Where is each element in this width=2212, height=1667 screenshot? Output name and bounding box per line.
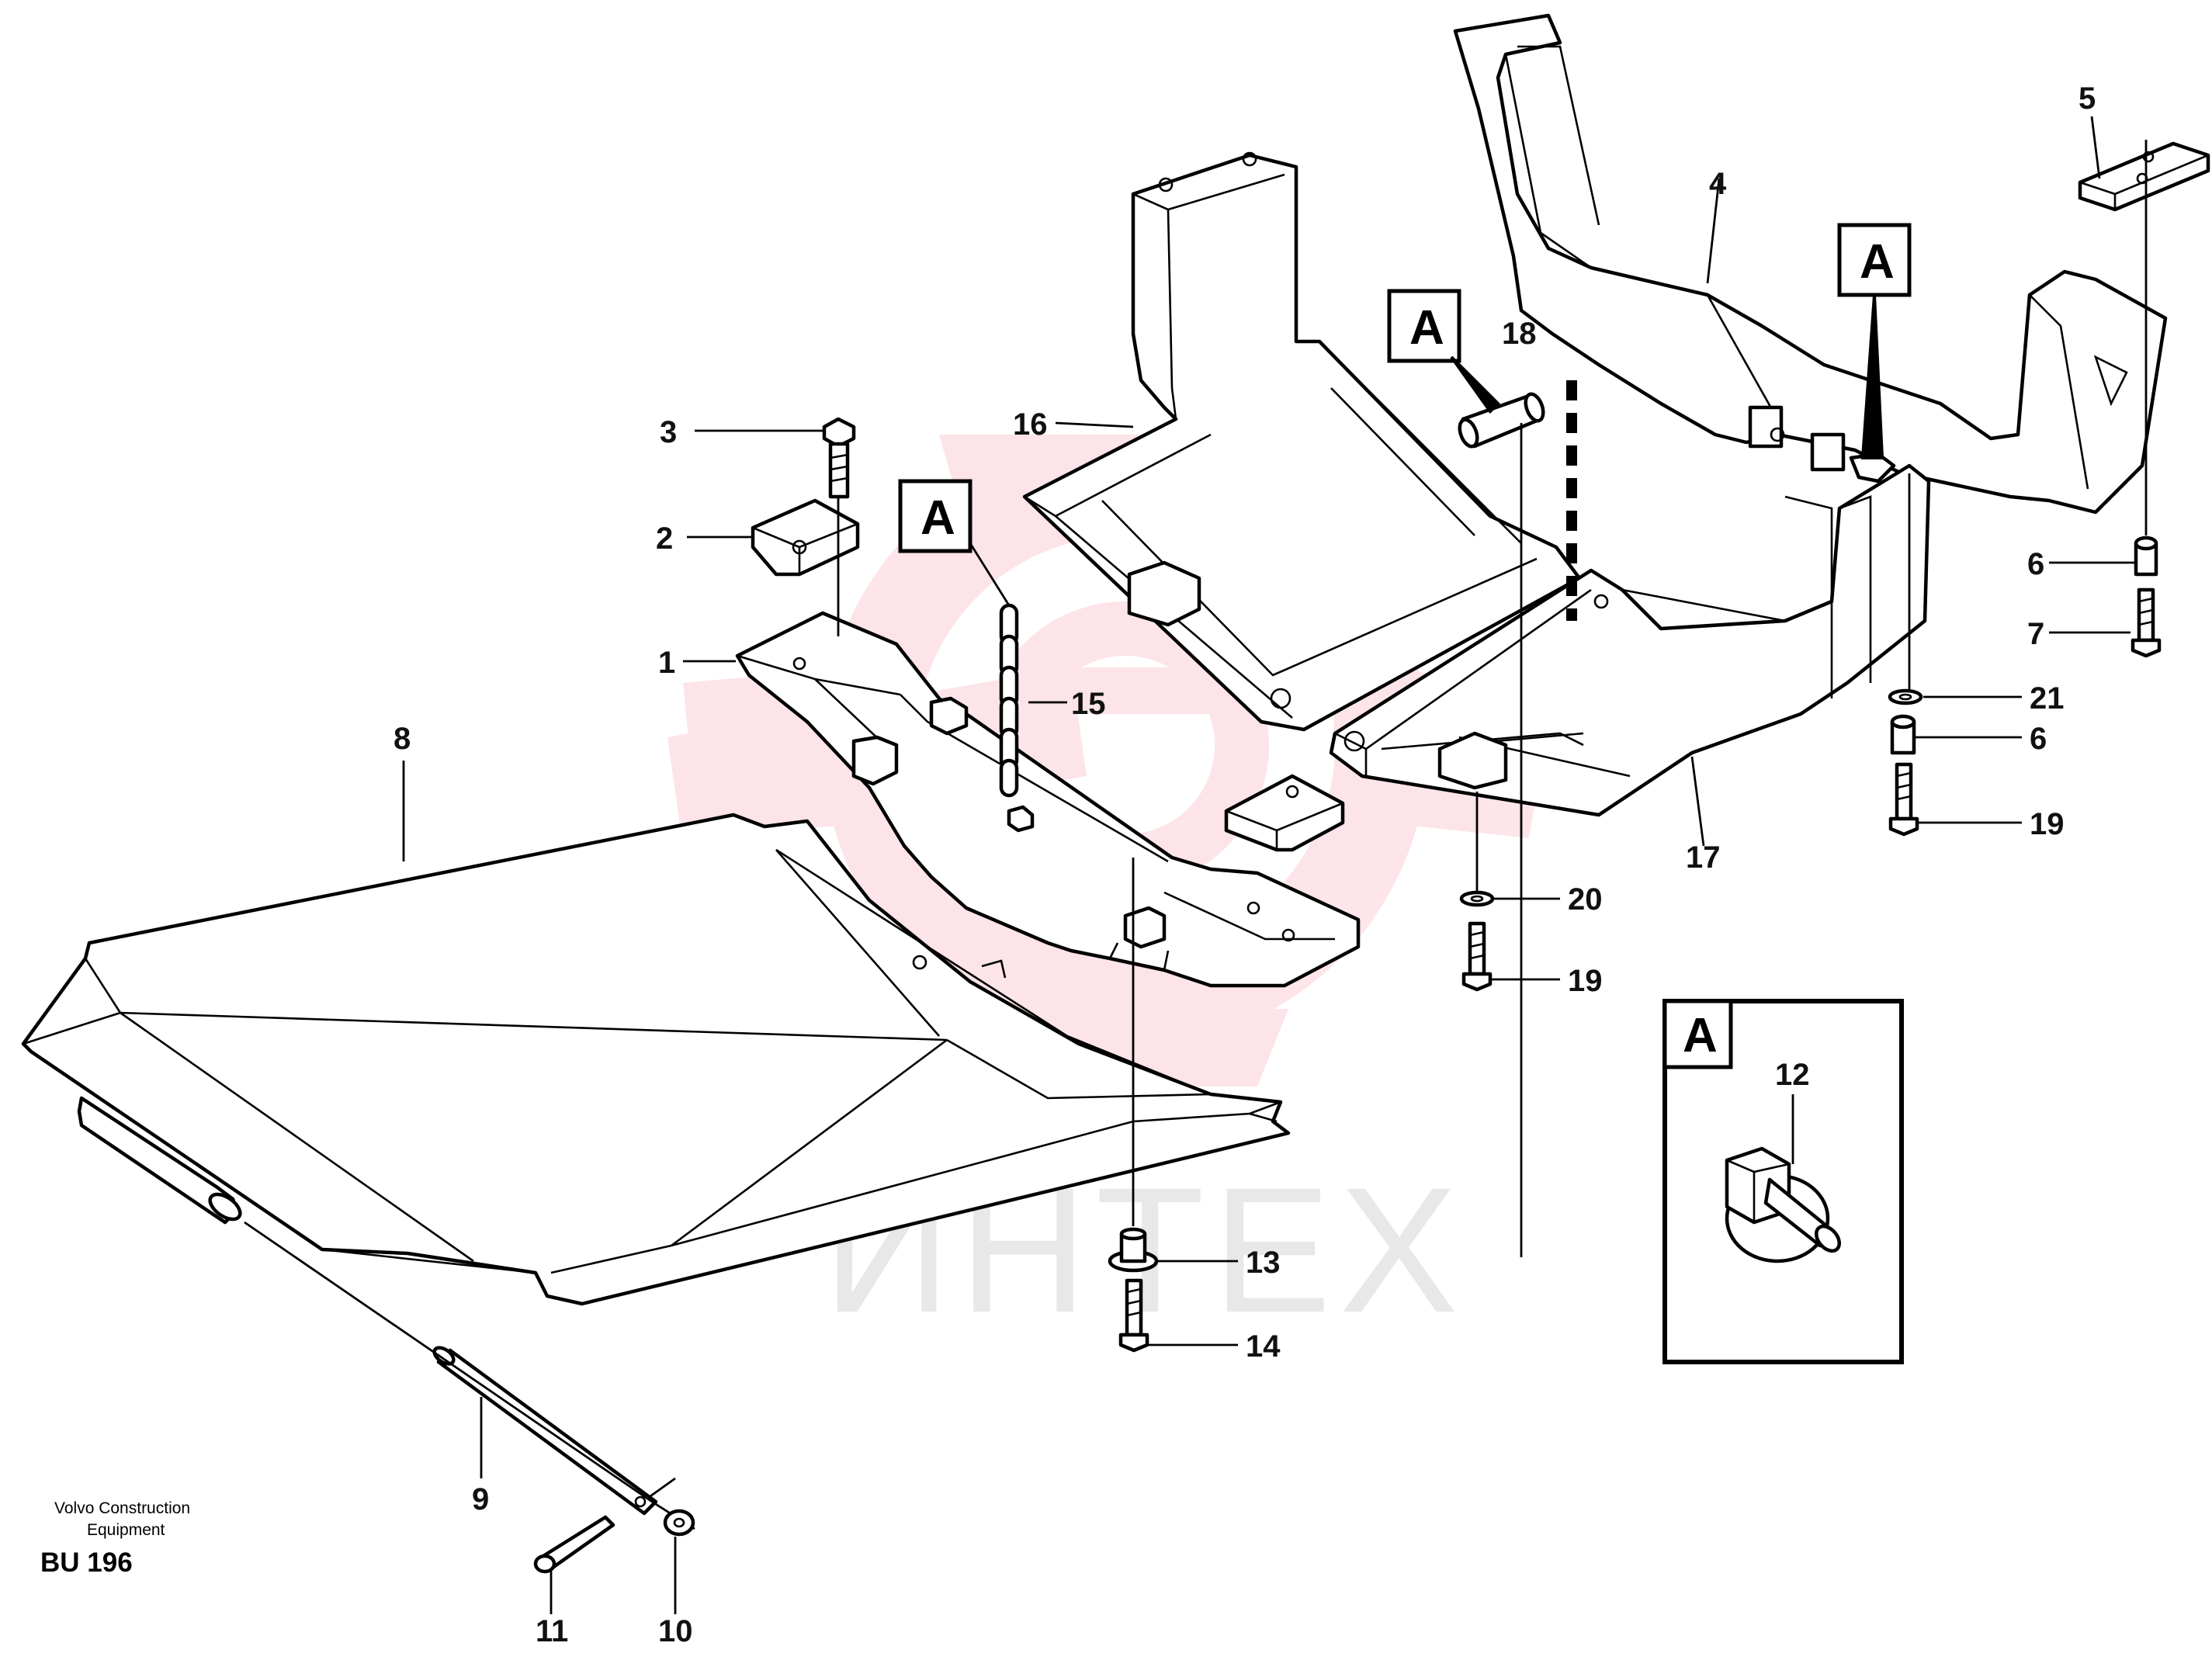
part-19-bolt-right [1888, 762, 1919, 837]
callout-3: 3 [660, 415, 677, 449]
part-15-chain [999, 603, 1019, 798]
part-4-rear-frame [1453, 13, 2168, 515]
callout-19-center: 19 [1568, 964, 1603, 998]
detail-marker-1: A [898, 479, 1011, 606]
part-6-spacer-upper [2134, 535, 2158, 577]
part-2-clamp [751, 498, 860, 577]
credit-line-1: Volvo Construction [54, 1499, 190, 1517]
detail-a-inset: A [1662, 999, 1904, 1364]
part-7-bolt [2131, 587, 2162, 658]
part-20-washer [1459, 890, 1495, 907]
callout-5: 5 [2079, 81, 2096, 116]
part-8-guard-plate [21, 813, 1291, 1306]
svg-text:A: A [921, 491, 955, 545]
detail-marker-2: A [1387, 289, 1500, 414]
svg-text:A: A [1683, 1009, 1718, 1062]
callout-13: 13 [1246, 1246, 1281, 1280]
callout-12: 12 [1775, 1058, 1810, 1092]
part-11-cotter-pin [533, 1515, 615, 1574]
part-12-lock-pin [1725, 1146, 1842, 1263]
part-1-mounting-plate [735, 611, 1361, 988]
part-9-rod [432, 1346, 658, 1516]
part-17-mount-bracket [1329, 452, 1931, 817]
callout-2: 2 [656, 522, 673, 556]
callout-6-upper: 6 [2027, 547, 2044, 581]
part-5-plate [2078, 141, 2210, 212]
part-19-bolt-center [1461, 921, 1493, 992]
svg-text:A: A [1409, 301, 1444, 355]
callout-20: 20 [1568, 882, 1603, 917]
callout-15: 15 [1071, 687, 1106, 721]
part-6-spacer-lower [1890, 714, 1916, 755]
callout-19-right: 19 [2030, 807, 2065, 841]
part-21-washer [1888, 688, 1923, 705]
callout-7: 7 [2027, 617, 2044, 651]
detail-marker-3: A [1837, 223, 1912, 459]
credit-line-2: Equipment [87, 1521, 165, 1539]
callout-17: 17 [1686, 840, 1721, 875]
callout-11: 11 [536, 1614, 568, 1648]
part-10-washer [663, 1509, 695, 1537]
callout-6-lower: 6 [2030, 722, 2047, 756]
callout-16: 16 [1013, 407, 1048, 442]
drawing-code: BU 196 [40, 1547, 133, 1578]
part-13-sleeve [1108, 1227, 1159, 1273]
callout-9: 9 [472, 1482, 489, 1516]
part-3-bolt [822, 417, 856, 499]
svg-text:A: A [1860, 235, 1895, 289]
part-16-mount-bracket [1022, 151, 1582, 732]
callout-10: 10 [658, 1614, 693, 1648]
clamp-plate [1224, 774, 1345, 852]
callout-1: 1 [658, 646, 675, 680]
callout-8: 8 [394, 722, 411, 756]
callout-4: 4 [1709, 167, 1727, 201]
callout-14: 14 [1246, 1329, 1281, 1364]
callout-18: 18 [1502, 317, 1537, 351]
part-14-bolt [1118, 1278, 1149, 1353]
part-18-pin [1458, 392, 1545, 449]
callout-21: 21 [2030, 681, 2065, 716]
